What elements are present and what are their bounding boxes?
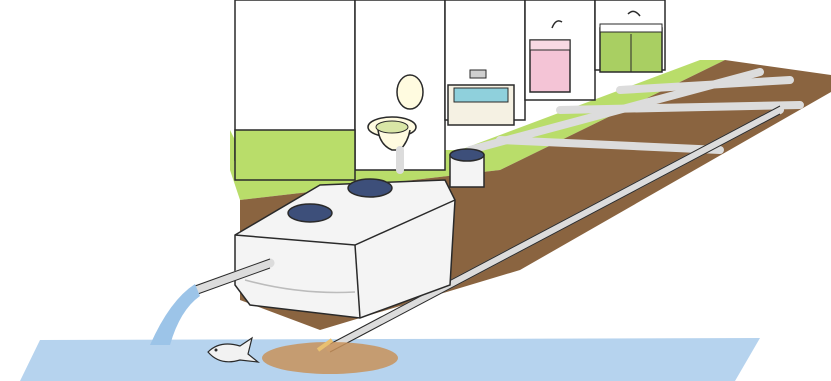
inspection-chamber-icon	[450, 149, 484, 187]
wall-base-green	[235, 130, 355, 180]
water-stream	[150, 284, 200, 345]
pollution-plume	[262, 342, 398, 374]
